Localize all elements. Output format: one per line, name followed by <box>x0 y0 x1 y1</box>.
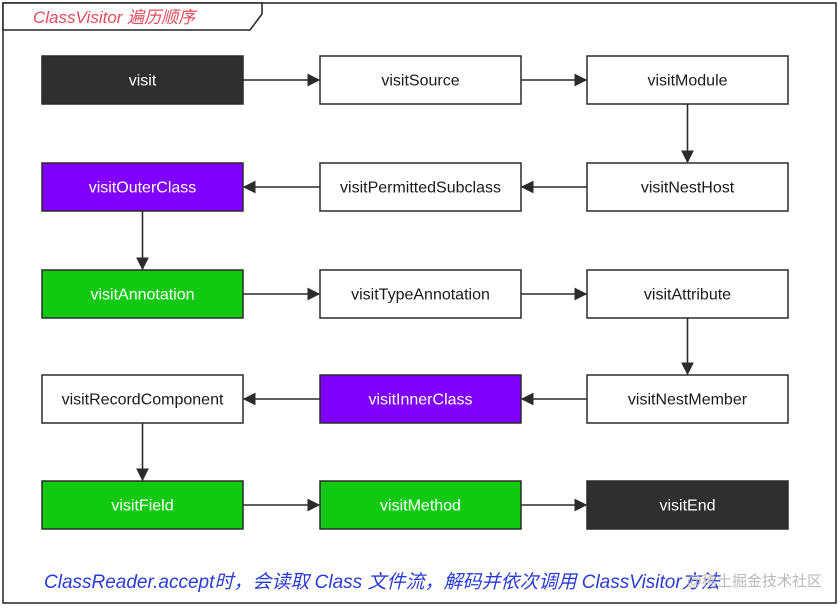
node-box-visitMethod <box>319 480 522 530</box>
node-label-visitPermittedSubclass: visitPermittedSubclass <box>340 180 501 197</box>
node-visitInnerClass: visitInnerClass <box>319 374 522 424</box>
node-visitAnnotation: visitAnnotation <box>41 269 244 319</box>
node-box-visitEnd <box>586 480 789 530</box>
node-visitPermittedSubclass: visitPermittedSubclass <box>319 162 522 212</box>
node-label-visitAttribute: visitAttribute <box>644 287 731 304</box>
diagram-title: ClassVisitor 遍历顺序 <box>33 8 198 27</box>
node-label-visitEnd: visitEnd <box>659 498 715 515</box>
node-label-visitOuterClass: visitOuterClass <box>89 180 197 197</box>
node-label-visitInnerClass: visitInnerClass <box>368 392 472 409</box>
node-box-visitNestMember <box>586 374 789 424</box>
node-visitMethod: visitMethod <box>319 480 522 530</box>
node-visit: visit <box>41 55 244 105</box>
nodes: visit visitSource visitModule visitNestHost… <box>41 55 789 530</box>
node-box-visitModule <box>586 55 789 105</box>
node-visitModule: visitModule <box>586 55 789 105</box>
node-box-visit <box>41 55 244 105</box>
node-label-visitMethod: visitMethod <box>380 498 461 515</box>
node-box-visitTypeAnnotation <box>319 269 522 319</box>
node-label-visitTypeAnnotation: visitTypeAnnotation <box>351 287 490 304</box>
node-box-visitPermittedSubclass <box>319 162 522 212</box>
node-label-visitModule: visitModule <box>647 73 727 90</box>
node-box-visitOuterClass <box>41 162 244 212</box>
node-visitAttribute: visitAttribute <box>586 269 789 319</box>
node-visitNestHost: visitNestHost <box>586 162 789 212</box>
node-label-visitNestMember: visitNestMember <box>628 392 748 409</box>
node-box-visitAnnotation <box>41 269 244 319</box>
edges <box>136 73 694 512</box>
node-label-visitAnnotation: visitAnnotation <box>90 287 194 304</box>
node-visitNestMember: visitNestMember <box>586 374 789 424</box>
node-visitEnd: visitEnd <box>586 480 789 530</box>
node-label-visitRecordComponent: visitRecordComponent <box>62 392 224 409</box>
node-label-visitField: visitField <box>111 498 173 515</box>
node-box-visitInnerClass <box>319 374 522 424</box>
node-visitField: visitField <box>41 480 244 530</box>
node-label-visit: visit <box>129 73 157 90</box>
diagram-caption: ClassReader.accept时，会读取 Class 文件流，解码并依次调… <box>44 571 722 593</box>
node-box-visitField <box>41 480 244 530</box>
node-visitTypeAnnotation: visitTypeAnnotation <box>319 269 522 319</box>
node-visitRecordComponent: visitRecordComponent <box>41 374 244 424</box>
node-label-visitSource: visitSource <box>381 73 459 90</box>
node-label-visitNestHost: visitNestHost <box>641 180 735 197</box>
node-box-visitNestHost <box>586 162 789 212</box>
node-box-visitAttribute <box>586 269 789 319</box>
title-tab <box>2 2 263 31</box>
watermark: @稀土掘金技术社区 <box>687 573 822 590</box>
node-box-visitRecordComponent <box>41 374 244 424</box>
node-visitSource: visitSource <box>319 55 522 105</box>
node-box-visitSource <box>319 55 522 105</box>
node-visitOuterClass: visitOuterClass <box>41 162 244 212</box>
